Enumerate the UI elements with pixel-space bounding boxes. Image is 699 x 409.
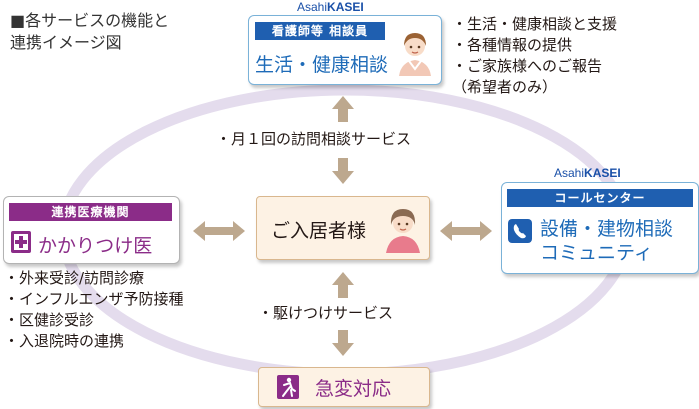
caption-line-1: ■各サービスの機能と bbox=[10, 11, 170, 30]
resident-avatar-icon bbox=[386, 209, 420, 253]
clinic-box: 連携医療機関 かかりつけ医 bbox=[3, 196, 180, 264]
nurse-service-list: ・生活・健康相談と支援 ・各種情報の提供 ・ご家族様へのご報告 （希望者のみ） bbox=[452, 14, 617, 98]
call-center-box: コールセンター 設備・建物相談 コミュニティ bbox=[501, 182, 699, 274]
resident-box: ご入居者様 bbox=[256, 196, 430, 260]
emergency-title: 急変対応 bbox=[315, 378, 392, 400]
call-center-title-line-2: コミュニティ bbox=[540, 242, 653, 264]
clinic-note-3: ・区健診受診 bbox=[4, 311, 95, 329]
clinic-note-1: ・外来受診/訪問診療 bbox=[4, 269, 145, 287]
call-center-title: 設備・建物相談 コミュニティ bbox=[540, 217, 673, 265]
nurse-note-3: ・ご家族様へのご報告 bbox=[452, 57, 603, 75]
left-double-arrow bbox=[193, 221, 245, 241]
asahi-kasei-logo-top: AsahiKASEI bbox=[297, 0, 364, 14]
emergency-box: 急変対応 bbox=[258, 367, 430, 407]
nurse-note-1: ・生活・健康相談と支援 bbox=[452, 15, 618, 33]
nurse-note-4: （希望者のみ） bbox=[452, 78, 558, 96]
clinic-service-list: ・外来受診/訪問診療 ・インフルエンザ予防接種 ・区健診受診 ・入退院時の連携 bbox=[4, 268, 184, 352]
monthly-visit-label: ・月１回の訪問相談サービス bbox=[216, 130, 412, 148]
clinic-ribbon: 連携医療機関 bbox=[9, 203, 172, 221]
medical-cross-icon bbox=[11, 231, 31, 253]
nurse-avatar-icon bbox=[399, 33, 431, 76]
call-center-ribbon: コールセンター bbox=[507, 189, 693, 207]
top-double-arrow bbox=[332, 96, 354, 184]
right-double-arrow bbox=[440, 221, 492, 241]
nurse-ribbon: 看護師等 相談員 bbox=[255, 22, 385, 40]
clinic-title: かかりつけ医 bbox=[38, 235, 153, 257]
resident-title: ご入居者様 bbox=[271, 220, 367, 242]
caption-line-2: 連携イメージ図 bbox=[10, 33, 122, 52]
asahi-kasei-logo-right: AsahiKASEI bbox=[554, 166, 621, 180]
nurse-title: 生活・健康相談 bbox=[255, 54, 389, 76]
diagram-caption: ■各サービスの機能と 連携イメージ図 bbox=[10, 10, 169, 54]
clinic-note-4: ・入退院時の連携 bbox=[4, 332, 125, 350]
nurse-note-2: ・各種情報の提供 bbox=[452, 36, 573, 54]
clinic-note-2: ・インフルエンザ予防接種 bbox=[4, 290, 184, 308]
emergency-icon bbox=[277, 375, 299, 399]
rush-service-label: ・駆けつけサービス bbox=[258, 304, 394, 322]
nurse-counselor-box: 看護師等 相談員 生活・健康相談 bbox=[248, 15, 442, 85]
call-center-title-line-1: 設備・建物相談 bbox=[540, 218, 674, 240]
bottom-double-arrow bbox=[332, 272, 354, 356]
phone-icon bbox=[508, 219, 532, 243]
